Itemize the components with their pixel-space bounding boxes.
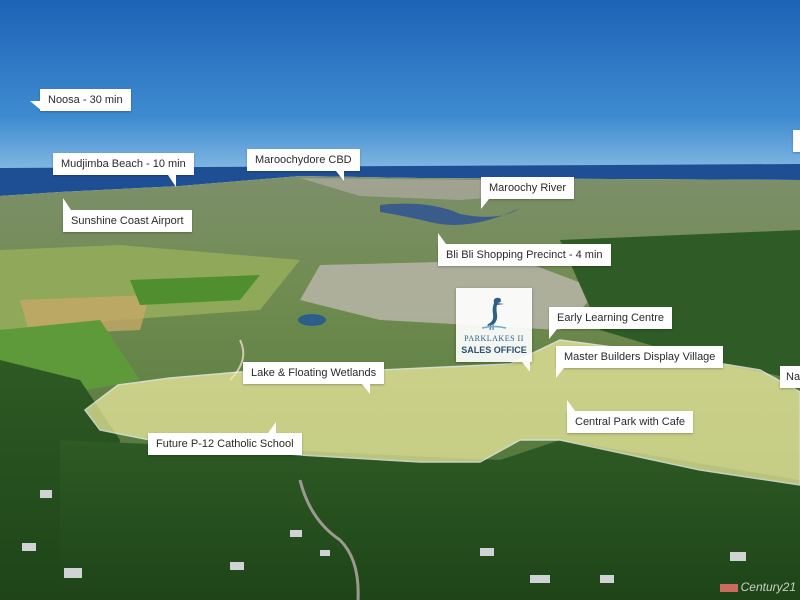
callout-tail [268, 422, 276, 433]
callout-right-cut: Na [780, 366, 800, 388]
watermark: Century21 [740, 580, 796, 594]
callout-tail [30, 101, 42, 111]
callout-noosa: Noosa - 30 min [40, 89, 131, 111]
callout-tail [549, 329, 557, 339]
forest-bottom [60, 440, 800, 600]
callout-tail [567, 400, 575, 411]
callout-tail [168, 175, 176, 187]
forest-right [560, 230, 800, 380]
callout-early-learning: Early Learning Centre [549, 307, 673, 329]
sales-office-name: PARKLAKES II [464, 334, 524, 343]
callout-tail [362, 384, 370, 394]
callout-bli-bli: Bli Bli Shopping Precinct - 4 min [438, 244, 611, 266]
callout-tail [336, 171, 344, 181]
callout-edge-marker [793, 130, 800, 152]
rooftops [22, 490, 746, 592]
sales-office-tail [522, 362, 530, 372]
heron-icon [481, 297, 507, 331]
callout-tail [438, 233, 446, 244]
callout-lake-wetlands: Lake & Floating Wetlands [243, 362, 385, 384]
road [298, 479, 360, 600]
callout-display-village: Master Builders Display Village [556, 346, 724, 368]
callout-airport: Sunshine Coast Airport [63, 210, 192, 232]
sales-office-label: SALES OFFICE [461, 345, 527, 355]
callout-tail [556, 368, 564, 378]
callout-central-park: Central Park with Cafe [567, 411, 694, 433]
maroochy-river [380, 203, 520, 225]
sales-office-marker: PARKLAKES II SALES OFFICE [456, 288, 532, 362]
callout-mudjimba: Mudjimba Beach - 10 min [53, 153, 194, 175]
callout-tail [63, 198, 71, 210]
callout-maroochy-river: Maroochy River [481, 177, 575, 199]
bright-field [130, 275, 260, 305]
lake [298, 314, 326, 326]
sky [0, 0, 800, 168]
ocean [0, 164, 800, 196]
callout-maroochydore: Maroochydore CBD [247, 149, 360, 171]
callout-school: Future P-12 Catholic School [148, 433, 302, 455]
callout-tail [481, 199, 489, 209]
